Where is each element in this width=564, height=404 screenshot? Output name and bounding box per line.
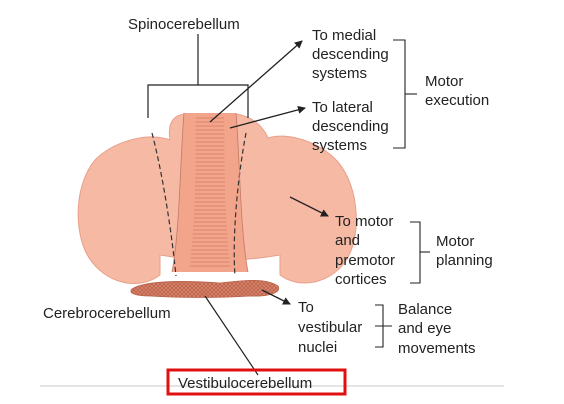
arrow-to-lateral xyxy=(229,105,306,129)
label-motor-execution-1: Motor xyxy=(425,73,463,90)
motor-planning-bracket xyxy=(410,221,430,284)
intermediate-zone-right-border xyxy=(233,132,247,277)
label-balance-2: and eye xyxy=(398,320,451,337)
label-to-motor-1: To motor xyxy=(335,213,393,230)
label-to-medial-2: descending xyxy=(312,46,389,63)
arrows xyxy=(209,40,329,305)
vestibulocerebellum-highlight-box xyxy=(166,368,347,396)
label-to-vestibular-1: To xyxy=(298,299,314,316)
label-to-motor-3: premotor xyxy=(335,252,395,269)
label-to-medial-3: systems xyxy=(312,65,367,82)
label-to-vestibular-2: vestibular xyxy=(298,319,362,336)
label-motor-planning-1: Motor xyxy=(436,233,474,250)
label-spinocerebellum: Spinocerebellum xyxy=(128,16,240,33)
vermis xyxy=(172,113,248,272)
label-to-lateral-2: descending xyxy=(312,118,389,135)
motor-execution-bracket xyxy=(393,39,417,149)
label-to-lateral-3: systems xyxy=(312,137,367,154)
arrow-to-motor xyxy=(289,196,329,217)
text-labels: To medial descending systems To lateral … xyxy=(43,27,493,357)
label-vestibulocerebellum: Vestibulocerebellum xyxy=(178,375,312,392)
label-motor-execution-2: execution xyxy=(425,92,489,109)
arrow-to-medial xyxy=(209,40,303,123)
label-to-motor-4: cortices xyxy=(335,271,387,288)
balance-bracket xyxy=(375,304,392,348)
label-to-vestibular-3: nuclei xyxy=(298,339,337,356)
label-balance-1: Balance xyxy=(398,301,452,318)
label-cerebrocerebellum: Cerebrocerebellum xyxy=(43,305,171,322)
vestibulocerebellum-pointer xyxy=(204,295,259,376)
label-to-motor-2: and xyxy=(335,232,360,249)
cerebellum-body xyxy=(77,112,357,298)
arrow-to-vestibular xyxy=(261,289,291,305)
vermis-stripes xyxy=(189,117,231,267)
intermediate-zone-left-border xyxy=(151,132,177,277)
label-to-medial-1: To medial xyxy=(312,27,376,44)
flocculonodular-lobe xyxy=(130,279,280,298)
label-to-lateral-1: To lateral xyxy=(312,99,373,116)
label-motor-planning-2: planning xyxy=(436,252,493,269)
spinocerebellum-bracket xyxy=(147,34,249,118)
vermis-right-border xyxy=(235,112,249,273)
vermis-left-border xyxy=(171,112,185,273)
label-balance-3: movements xyxy=(398,340,476,357)
